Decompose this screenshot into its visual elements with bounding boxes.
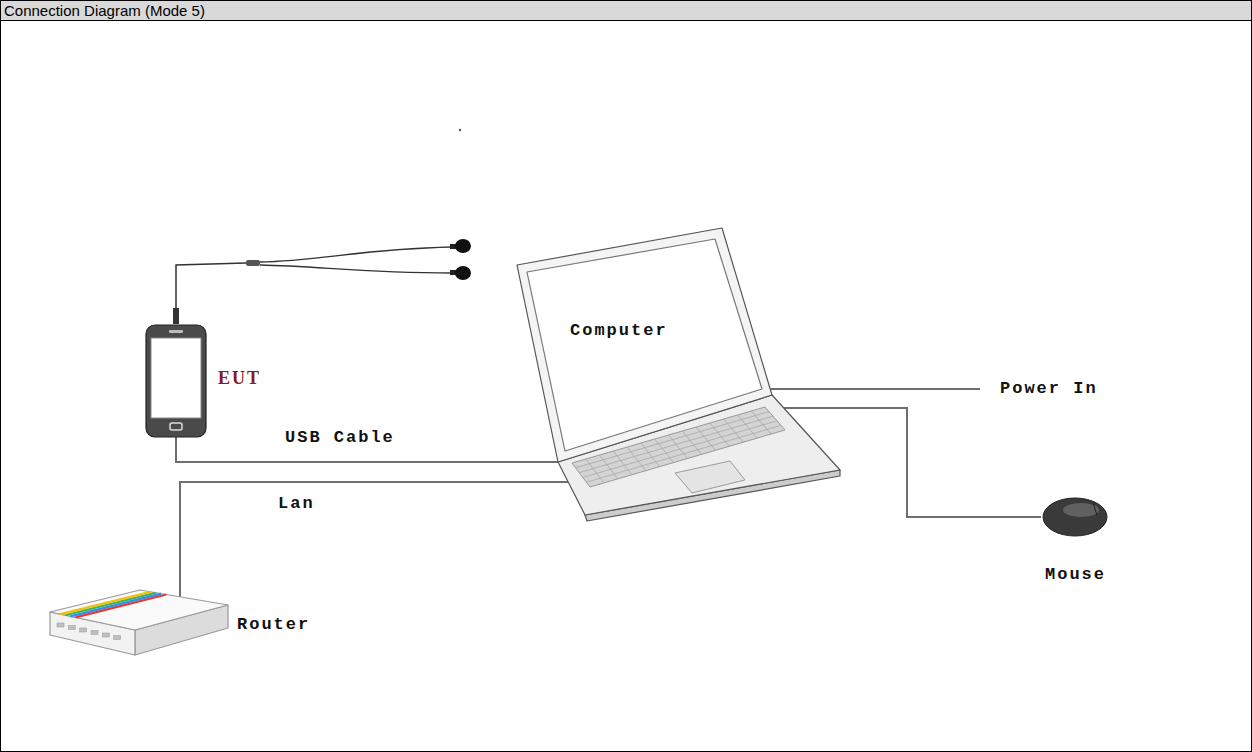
mouse-node: Mouse <box>1041 495 1126 590</box>
earphone-cable <box>176 263 246 308</box>
computer-node: Computer <box>510 225 845 525</box>
key-column <box>627 447 646 471</box>
key-row <box>583 421 777 478</box>
earphone-splitter <box>246 260 260 266</box>
key-column <box>710 423 729 446</box>
router-stripe <box>70 594 161 617</box>
router-port <box>114 636 121 640</box>
key-row <box>579 416 773 472</box>
node-label: Computer <box>570 321 668 341</box>
mouse-button-split <box>1093 503 1097 515</box>
key-column <box>613 451 631 475</box>
router-node: Router <box>45 585 325 660</box>
router-port <box>102 633 109 637</box>
key-column <box>737 415 757 438</box>
node-label: Mouse <box>1045 565 1106 585</box>
node-label: Power In <box>1000 379 1098 399</box>
earbud <box>455 239 471 253</box>
cable-line <box>180 482 568 597</box>
key-column <box>586 459 604 483</box>
earphone-plug <box>173 308 179 324</box>
device-under-test: EUT <box>145 322 270 442</box>
router-port <box>57 623 64 627</box>
router-stripe <box>76 595 167 618</box>
key-column <box>724 419 744 442</box>
key-row <box>576 412 769 468</box>
diagram-title: Connection Diagram (Mode 5) <box>4 2 1252 19</box>
phone-button <box>170 423 182 430</box>
mouse-highlight <box>1063 503 1099 517</box>
phone-body <box>146 325 206 437</box>
router-port <box>68 626 75 630</box>
power-input: Power In <box>980 379 1098 399</box>
header-band: Connection Diagram (Mode 5) <box>1 1 1251 21</box>
key-column <box>600 455 618 479</box>
router-top <box>50 590 228 630</box>
earphone-branch <box>260 247 452 262</box>
stray-dot <box>459 129 461 131</box>
router-stripe <box>65 593 156 616</box>
phone-speaker <box>169 330 183 333</box>
laptop-icon <box>510 225 845 525</box>
earphone-branch <box>260 265 452 273</box>
key-column <box>696 427 715 450</box>
node-label: EUT <box>218 368 261 389</box>
router-port <box>91 631 98 635</box>
key-column <box>655 439 674 463</box>
edge-label: USB Cable <box>283 428 397 448</box>
earbud <box>455 266 471 280</box>
key-column <box>682 431 701 454</box>
laptop-touchpad <box>675 461 745 493</box>
phone-screen <box>151 338 201 418</box>
key-column <box>641 443 660 467</box>
edge-label: Lan <box>276 494 317 514</box>
node-label: Router <box>237 615 310 635</box>
mouse-body <box>1043 498 1107 536</box>
key-column <box>669 435 688 459</box>
cable-line <box>771 388 980 390</box>
key-column <box>751 411 771 434</box>
router-port <box>80 628 87 632</box>
